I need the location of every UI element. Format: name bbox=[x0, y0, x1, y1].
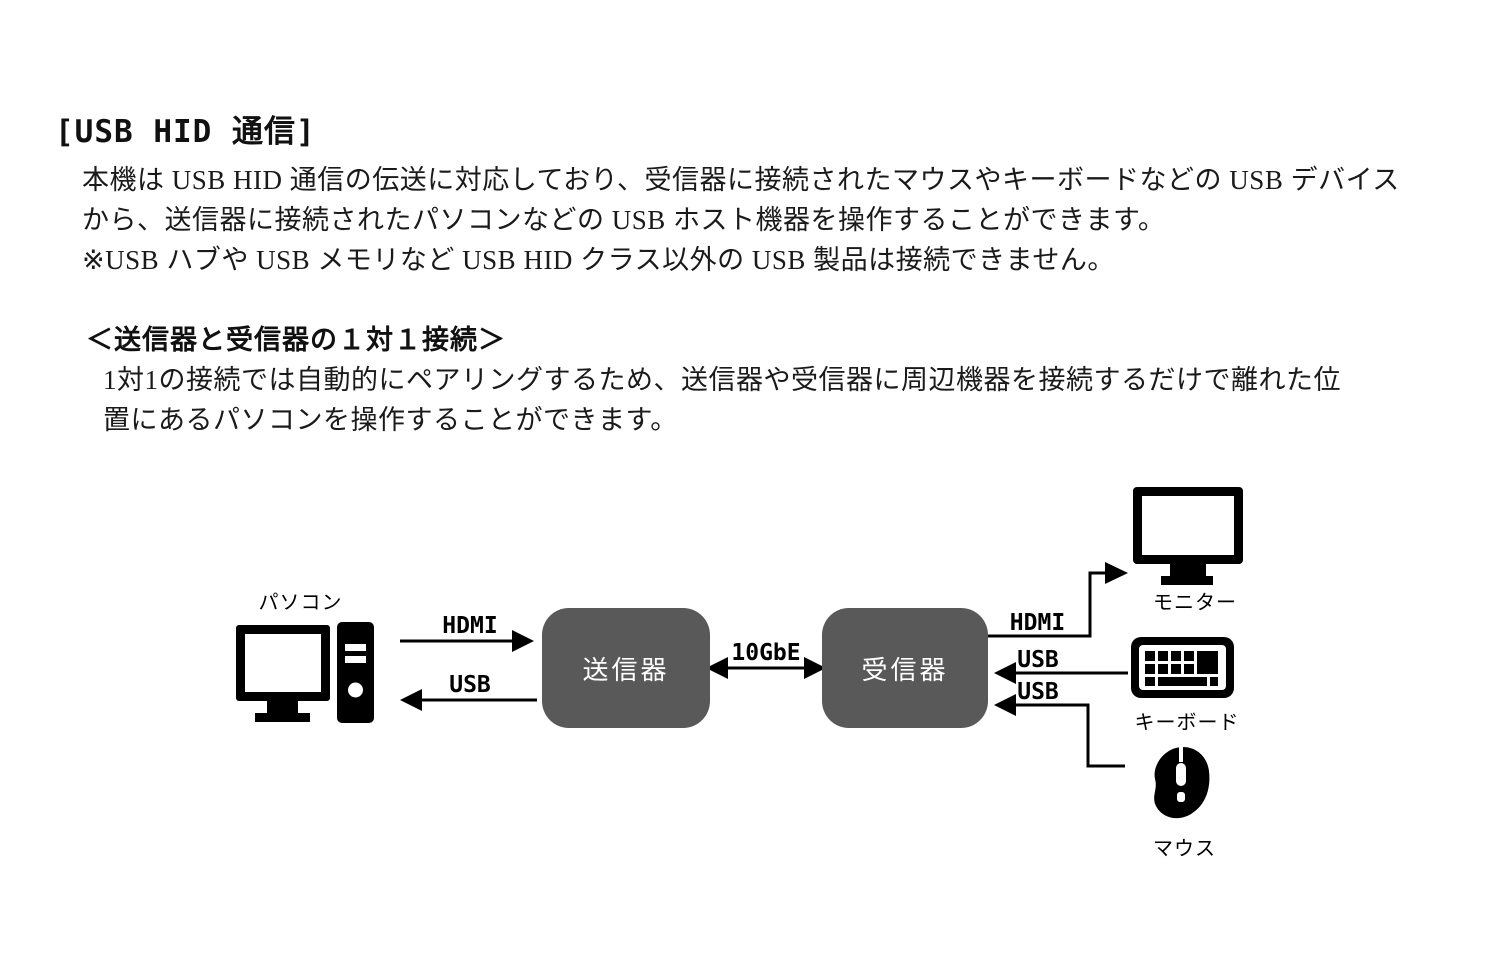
pc-usb-connection-label: USB bbox=[449, 672, 491, 698]
transmitter-box: 送信器 bbox=[542, 608, 710, 728]
receiver-label: 受信器 bbox=[861, 655, 949, 686]
keyboard-icon bbox=[1131, 637, 1234, 698]
tx-rx-link-arrow bbox=[706, 657, 826, 679]
pc-icon bbox=[236, 622, 374, 723]
monitor-hdmi-connection-label: HDMI bbox=[1009, 610, 1066, 636]
mouse-to-rx-usb-arrow bbox=[994, 694, 1125, 768]
section-line-1: 1対1の接続では自動的にペアリングするため、送信器や受信器に周辺機器を接続するだ… bbox=[103, 365, 1341, 395]
pc-hdmi-connection-label: HDMI bbox=[442, 613, 498, 639]
connection-diagram: 送信器 受信器 パソコン モニター キーボード マウス HDMI USB 10G… bbox=[0, 460, 1500, 880]
tx-to-pc-usb-arrow bbox=[400, 689, 537, 711]
monitor-icon bbox=[1133, 487, 1243, 585]
link-10gbe-label: 10GbE bbox=[731, 640, 801, 666]
keyboard-to-rx-usb-arrow bbox=[994, 662, 1128, 684]
mouse-label: マウス bbox=[1153, 836, 1216, 860]
intro-note-line: ※USB ハブや USB メモリなど USB HID クラス以外の USB 製品… bbox=[82, 245, 1115, 275]
pc-label: パソコン bbox=[258, 590, 343, 614]
pc-to-tx-hdmi-arrow bbox=[400, 630, 534, 652]
section-paragraph: 1対1の接続では自動的にペアリングするため、送信器や受信器に周辺機器を接続するだ… bbox=[103, 360, 1341, 440]
monitor-label: モニター bbox=[1153, 590, 1237, 614]
rx-to-monitor-hdmi-arrow bbox=[988, 562, 1128, 638]
diagram-graphics bbox=[236, 487, 1243, 819]
section-line-2: 置にあるパソコンを操作することができます。 bbox=[103, 405, 678, 435]
intro-line-2: から、送信器に接続されたパソコンなどの USB ホスト機器を操作することができま… bbox=[82, 205, 1166, 235]
mouse-usb-connection-label: USB bbox=[1017, 679, 1059, 705]
keyboard-usb-connection-label: USB bbox=[1017, 647, 1059, 673]
section-heading: ＜送信器と受信器の１対１接続＞ bbox=[86, 325, 506, 356]
intro-paragraph: 本機は USB HID 通信の伝送に対応しており、受信器に接続されたマウスやキー… bbox=[82, 160, 1400, 280]
page-title: [USB HID 通信] bbox=[55, 114, 316, 150]
transmitter-label: 送信器 bbox=[582, 655, 670, 686]
keyboard-label: キーボード bbox=[1134, 710, 1240, 734]
mouse-icon bbox=[1154, 747, 1210, 819]
receiver-box: 受信器 bbox=[822, 608, 988, 728]
intro-line-1: 本機は USB HID 通信の伝送に対応しており、受信器に接続されたマウスやキー… bbox=[82, 165, 1400, 195]
